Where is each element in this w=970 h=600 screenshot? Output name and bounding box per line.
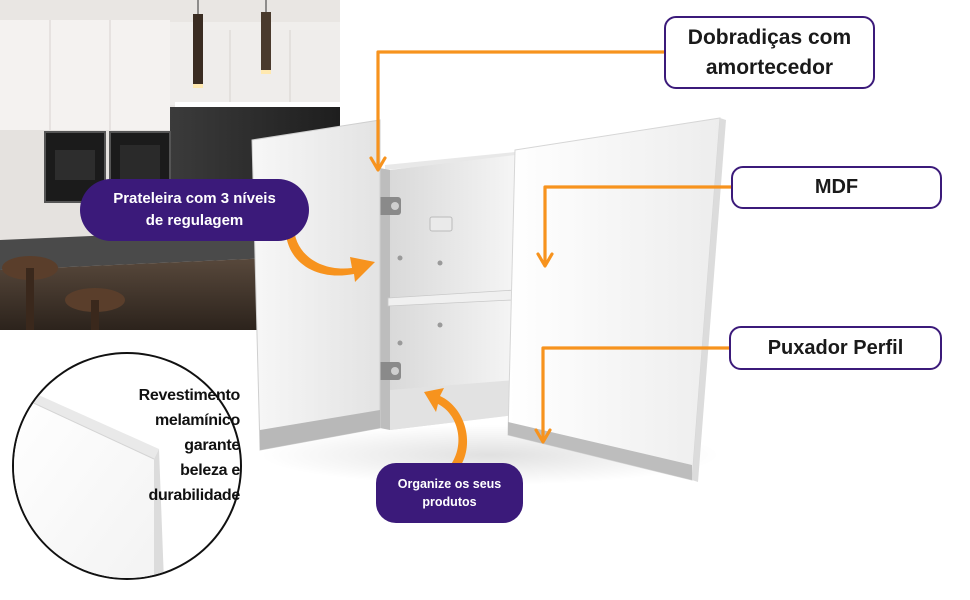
hinges-callout-line-2: amortecedor: [705, 55, 834, 79]
handle-callout-text: Puxador Perfil: [767, 336, 904, 359]
detail-line-2: melamínico: [154, 412, 240, 429]
organize-callout-line-2: produtos: [422, 495, 477, 509]
handle-callout: Puxador Perfil: [729, 326, 942, 370]
shelf-callout-line-1: Prateleira com 3 níveis: [113, 190, 276, 207]
mdf-callout-text: MDF: [814, 176, 859, 198]
detail-line-5: durabilidade: [148, 487, 240, 504]
detail-line-1: Revestimento: [138, 387, 241, 404]
shelf-callout-line-2: de regulagem: [145, 212, 244, 229]
organize-callout-line-1: Organize os seus: [397, 477, 502, 491]
organize-callout: Organize os seus produtos: [376, 463, 523, 523]
hinges-callout: Dobradiças com amortecedor: [664, 16, 875, 89]
mdf-callout: MDF: [731, 166, 942, 209]
cabinet-image: [240, 110, 740, 500]
shelf-callout: Prateleira com 3 níveis de regulagem: [80, 179, 309, 241]
detail-line-4: beleza e: [180, 462, 240, 479]
detail-text: Revestimento melamínico garante beleza e…: [112, 383, 241, 508]
detail-circle: [12, 352, 242, 580]
hinges-callout-line-1: Dobradiças com: [687, 25, 852, 49]
detail-line-3: garante: [184, 437, 240, 454]
